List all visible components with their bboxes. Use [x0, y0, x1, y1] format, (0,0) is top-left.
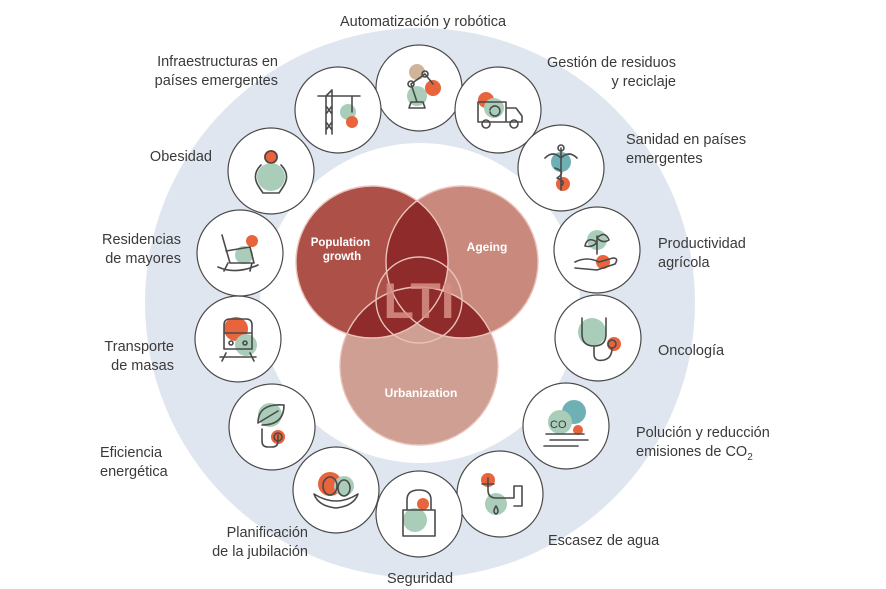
bubble-polucion: CO [522, 382, 610, 470]
lti-core-circle [375, 256, 463, 344]
venn-label-urbanization: Urbanization [385, 386, 458, 400]
lti-core-label: LTI [383, 273, 454, 329]
leaf-bulb-icon [257, 403, 285, 448]
bubble-sanidad [517, 124, 605, 212]
co2-cloud-icon: CO [543, 400, 589, 447]
train-icon [219, 317, 257, 362]
venn-overlap-ageing-urbanization [386, 287, 498, 338]
rocking-chair-icon [217, 234, 259, 272]
caduceus-icon [544, 144, 578, 191]
venn-label-ageing: Ageing [467, 240, 508, 254]
bubble-oncologia [554, 294, 642, 382]
obese-person-icon [254, 150, 288, 194]
bubble-transporte [194, 295, 282, 383]
garbage-truck-icon [477, 92, 523, 129]
venn-overlap-population-urbanization [340, 287, 448, 338]
venn-diagram: LTI Population growth Ageing Urbanizatio… [295, 185, 539, 446]
bubble-seguridad [375, 470, 463, 558]
crane-icon [317, 89, 361, 135]
bubble-residuos [454, 66, 542, 154]
label-agua: Escasez de agua [548, 533, 660, 549]
bubble-eficiencia [228, 383, 316, 471]
bubble-agua [456, 450, 544, 538]
bubble-obesidad [227, 127, 315, 215]
bubble-automatizacion [375, 44, 463, 132]
label-oncologia: Oncología [658, 343, 725, 359]
label-seguridad: Seguridad [386, 571, 454, 587]
bubble-residencias [196, 209, 284, 297]
bubble-circle [294, 66, 382, 154]
bubble-infraestructuras [294, 66, 382, 154]
robot-arm-icon [407, 64, 441, 109]
label-automatizacion: Automatización y robótica [339, 14, 507, 30]
sprout-hand-icon [574, 230, 618, 271]
bubble-agricola [553, 206, 641, 294]
water-tap-icon [481, 473, 523, 515]
nest-eggs-icon [313, 472, 359, 509]
label-obesidad: Obesidad [149, 149, 212, 165]
padlock-icon [402, 489, 436, 537]
theme-bubbles: CO [194, 44, 642, 558]
venn-label-population: Population growth [311, 237, 374, 263]
bubble-jubilacion [292, 446, 380, 534]
stethoscope-icon [578, 317, 621, 362]
bubble-circle [228, 383, 316, 471]
svg-text:CO: CO [550, 419, 567, 431]
label-polucion: Polución y reducción emisiones de CO2 [636, 425, 770, 463]
